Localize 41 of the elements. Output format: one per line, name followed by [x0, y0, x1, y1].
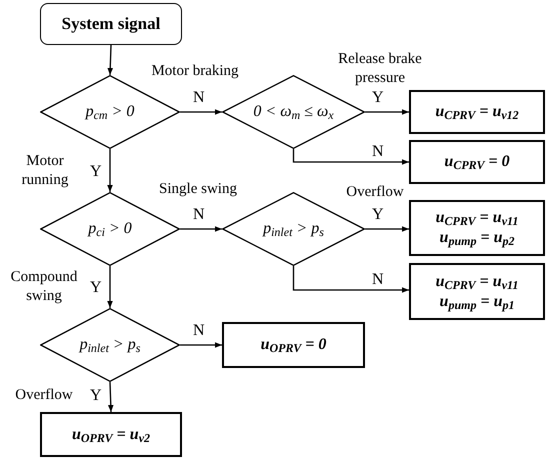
decision-diamond	[40, 75, 180, 149]
arrow	[180, 342, 222, 348]
process-box	[409, 90, 545, 134]
condition-text: p$_{ci}$ > 0	[88, 219, 132, 239]
start-label: System signal	[62, 13, 160, 35]
branch-note: Motor braking	[150, 62, 240, 81]
branch-note: Overflow	[345, 183, 405, 202]
process-box	[409, 140, 545, 184]
arrow	[365, 109, 409, 115]
decision-diamond	[40, 308, 180, 382]
arrow	[107, 266, 113, 308]
formula-text: u$_{pump}$ = u$_{p2}$	[440, 228, 514, 248]
arrow	[180, 109, 222, 115]
process-box	[409, 200, 545, 256]
branch-note: Motor running	[20, 152, 70, 190]
branch-note: Overflow	[14, 386, 74, 405]
formula-text: u$_{CPRV}$ = 0	[444, 152, 510, 172]
formula-text: u$_{CPRV}$ = u$_{v11}$	[436, 272, 518, 292]
condition-text: p$_{cm}$ > 0	[86, 102, 134, 122]
start-box	[40, 3, 182, 45]
process-box	[40, 412, 182, 457]
arrow	[107, 149, 113, 192]
formula-text: u$_{CPRV}$ = u$_{v12}$	[435, 102, 519, 122]
branch-note: Compound swing	[10, 268, 78, 306]
formula-text: u$_{OPRV}$ = 0	[260, 335, 326, 355]
formula-text: u$_{CPRV}$ = u$_{v11}$	[436, 208, 518, 228]
branch-note: Release brake pressure	[337, 50, 423, 88]
arrow	[108, 382, 114, 412]
formula-text: u$_{OPRV}$ = u$_{v2}$	[72, 424, 150, 444]
condition-text: 0 < ω$_{m}$ ≤ ω$_{x}$	[253, 102, 334, 122]
arrow	[365, 226, 409, 232]
process-box	[409, 263, 545, 320]
arrow	[107, 44, 114, 76]
branch-note: Single swing	[158, 180, 238, 199]
arrow	[292, 149, 409, 165]
process-box	[222, 322, 365, 368]
condition-text: p$_{inlet}$ > p$_{s}$	[80, 335, 140, 355]
formula-text: u$_{pump}$ = u$_{p1}$	[440, 292, 514, 312]
arrow	[292, 266, 409, 293]
arrow	[180, 226, 222, 232]
condition-text: p$_{inlet}$ > p$_{s}$	[263, 219, 324, 239]
